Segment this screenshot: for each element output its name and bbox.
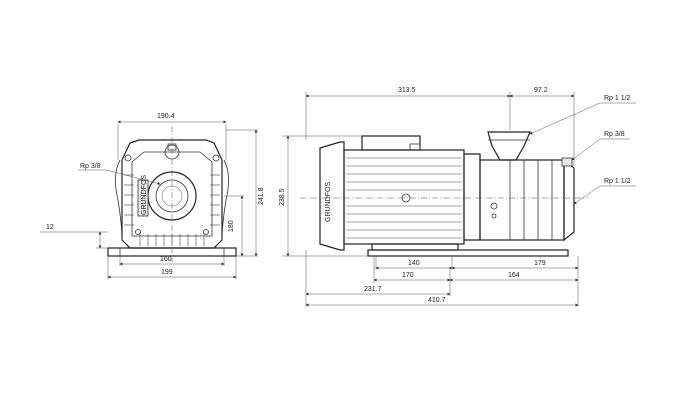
side-base-rail bbox=[367, 249, 569, 257]
label-side-discharge: Rp 1 1/2 bbox=[604, 178, 631, 185]
dim-side-231: 231.7 bbox=[364, 286, 382, 293]
side-fan-cover bbox=[319, 141, 345, 251]
dim-front-foot: 12 bbox=[46, 224, 54, 231]
dim-side-179: 179 bbox=[534, 260, 546, 267]
side-motor-foot bbox=[371, 243, 459, 251]
label-front-port: Rp 3/8 bbox=[80, 163, 101, 170]
side-flange bbox=[463, 153, 481, 241]
dim-front-base-inner: 160 bbox=[160, 256, 172, 263]
side-discharge-end bbox=[563, 158, 575, 242]
side-brand-text: GRUNDFOS bbox=[325, 182, 332, 222]
front-brand-badge bbox=[137, 179, 149, 217]
dim-side-pump-length: 97.2 bbox=[534, 87, 548, 94]
front-view: GRUNDFOS 190.4 160 199 241.8 bbox=[40, 113, 265, 279]
dim-side-motor-length: 313.5 bbox=[398, 87, 416, 94]
label-side-suction: Rp 1 1/2 bbox=[604, 95, 631, 102]
dim-side-164: 164 bbox=[508, 272, 520, 279]
dim-front-height: 241.8 bbox=[258, 187, 265, 205]
side-pump-chamber bbox=[479, 159, 565, 241]
front-pump-body bbox=[121, 139, 223, 249]
label-side-vent: Rp 3/8 bbox=[604, 131, 625, 138]
dim-side-170: 170 bbox=[402, 272, 414, 279]
side-terminal-box bbox=[361, 135, 421, 151]
side-vent-plug bbox=[561, 157, 573, 167]
front-brand-text: GRUNDFOS bbox=[141, 175, 148, 215]
side-view: GRUNDFOS 313.5 97.2 bbox=[279, 87, 636, 307]
dim-side-total: 410.7 bbox=[428, 297, 446, 304]
dim-side-140: 140 bbox=[408, 260, 420, 267]
side-suction-port bbox=[487, 131, 531, 161]
side-motor-fins bbox=[346, 157, 462, 239]
dim-front-shaft-height: 180 bbox=[228, 220, 235, 232]
dim-front-base-outer: 199 bbox=[161, 269, 173, 276]
dim-front-width: 190.4 bbox=[157, 113, 175, 120]
dim-side-height: 238.5 bbox=[279, 188, 286, 206]
